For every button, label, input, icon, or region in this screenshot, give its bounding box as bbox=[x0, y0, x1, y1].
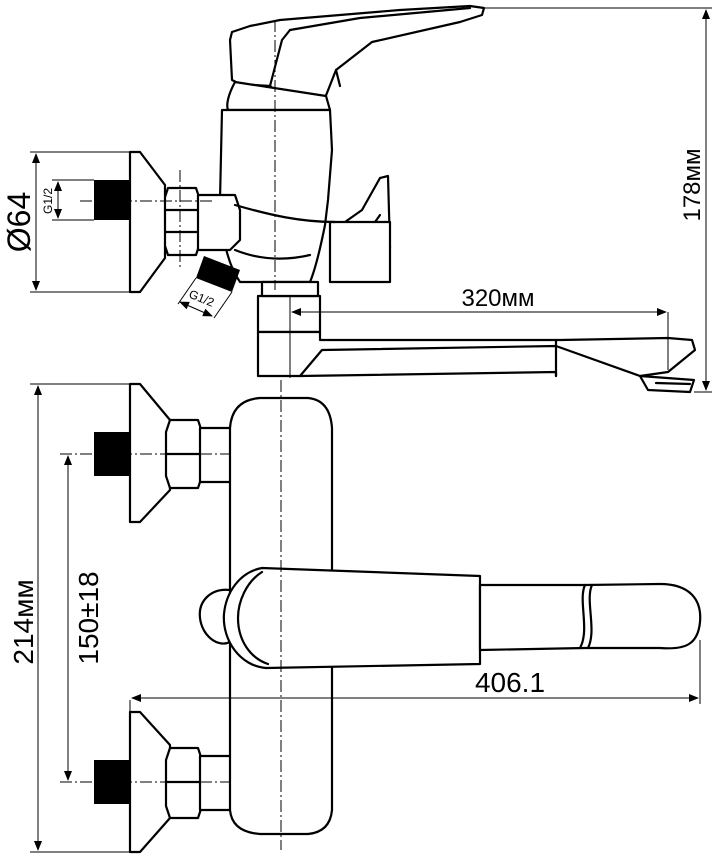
side-view: Ø64 G1/2 G1/2 320мм 178мм bbox=[1, 4, 712, 394]
diverter-body bbox=[328, 220, 392, 284]
label-total-height: 178мм bbox=[679, 148, 706, 221]
label-diameter: Ø64 bbox=[1, 192, 37, 252]
label-total-length: 406.1 bbox=[475, 667, 545, 698]
side-connector bbox=[196, 193, 242, 252]
side-body bbox=[218, 108, 334, 284]
side-hex-nut bbox=[162, 186, 202, 257]
front-upper-eccentric bbox=[198, 426, 236, 484]
side-spout bbox=[256, 330, 697, 378]
spout-connector bbox=[256, 294, 322, 334]
front-lower-eccentric bbox=[198, 754, 236, 812]
side-thread-inlet bbox=[94, 180, 130, 220]
front-handle-lever bbox=[222, 566, 482, 670]
label-total-height-front: 214мм bbox=[8, 579, 39, 664]
front-side-knob bbox=[198, 588, 232, 645]
label-spout-length: 320мм bbox=[461, 285, 534, 312]
angled-thread bbox=[196, 256, 240, 292]
label-inlet-spacing: 150±18 bbox=[73, 571, 104, 664]
front-view: 214мм 150±18 406.1 bbox=[8, 380, 702, 854]
front-upper-flange bbox=[128, 382, 172, 524]
label-thread-angled: G1/2 bbox=[187, 287, 217, 310]
side-wall-flange bbox=[128, 150, 167, 294]
side-handle-lever bbox=[228, 4, 486, 102]
label-thread-side: G1/2 bbox=[41, 188, 55, 214]
